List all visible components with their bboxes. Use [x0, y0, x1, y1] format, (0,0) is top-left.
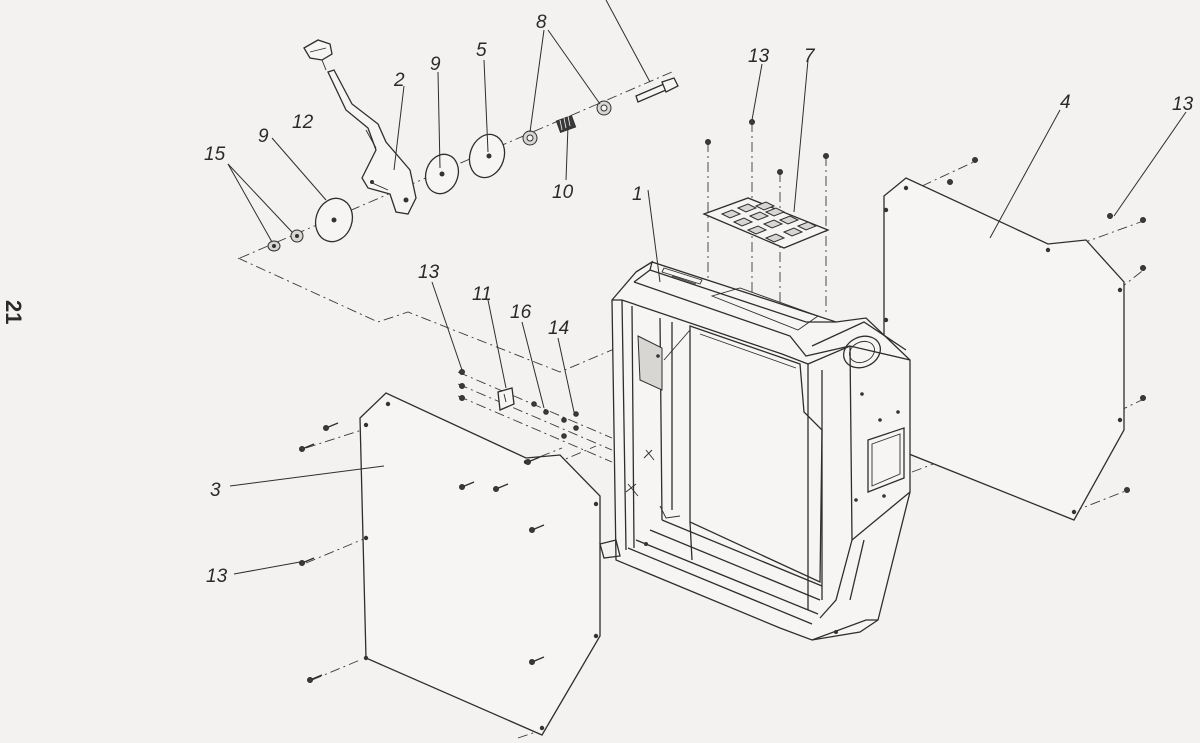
label-15: 15: [204, 144, 226, 165]
label-11: 11: [472, 284, 492, 305]
disc-9-middle: [424, 153, 460, 195]
bracket-11: [497, 387, 515, 411]
label-10: 10: [552, 182, 574, 203]
disc-5: [468, 133, 506, 179]
page-number: 21: [1, 300, 26, 324]
label-7: 7: [804, 46, 816, 67]
label-13-top: 13: [748, 46, 770, 67]
nuts-15: [267, 229, 304, 252]
label-13-left: 13: [206, 566, 228, 587]
label-2: 2: [393, 70, 405, 91]
label-12: 12: [292, 112, 314, 133]
label-13-right: 13: [1172, 94, 1194, 115]
label-1: 1: [632, 184, 643, 205]
panel-4-screws: [947, 157, 1146, 493]
label-9-left: 9: [258, 126, 269, 147]
label-4: 4: [1060, 92, 1071, 113]
label-9-middle: 9: [430, 54, 441, 75]
label-5: 5: [476, 40, 487, 61]
knob-12: [303, 39, 333, 71]
label-16: 16: [510, 302, 532, 323]
washers-8: [522, 100, 612, 146]
side-panel-4: [883, 177, 1125, 521]
label-13-hardware: 13: [418, 262, 440, 283]
side-panel-3: [359, 392, 601, 736]
label-8: 8: [536, 12, 547, 33]
lever-2: [327, 69, 417, 215]
label-14: 14: [548, 318, 569, 339]
disc-9-left: [314, 197, 354, 243]
spring-10: [555, 114, 577, 134]
control-plate-7: [702, 197, 830, 249]
leader-lines: [227, 0, 1187, 575]
bolt-6: [635, 77, 679, 103]
plate-7-screws: [705, 119, 829, 175]
panel-3-screws: [299, 422, 545, 683]
label-3: 3: [210, 480, 221, 501]
callout-labels: 1 2 3 4 5 7 8 9 9 10 11 12 13 13 13 13 1…: [204, 12, 1194, 587]
main-frame-1: [599, 260, 911, 641]
